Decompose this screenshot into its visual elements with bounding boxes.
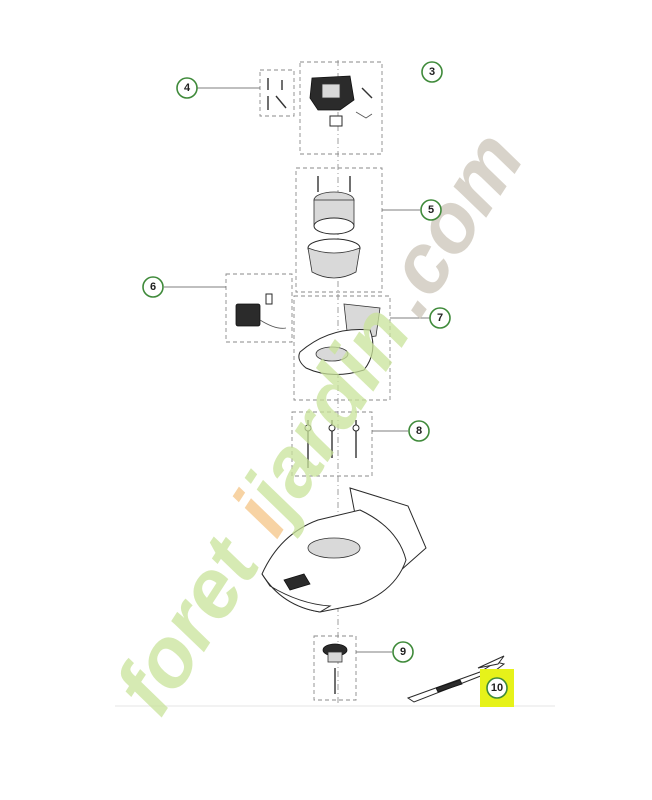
connector xyxy=(265,293,273,305)
group-7 xyxy=(293,295,391,401)
cable xyxy=(259,319,287,329)
callout-4-label: 4 xyxy=(184,82,191,94)
blade-center xyxy=(435,679,463,693)
blade-tip xyxy=(477,655,505,669)
group-6 xyxy=(225,273,293,343)
motor-mount-body xyxy=(307,247,361,279)
g4-screw-4 xyxy=(275,95,287,109)
callout-7: 7 xyxy=(429,307,451,329)
top-group-box xyxy=(299,61,383,155)
deck-front-skirt xyxy=(261,573,332,613)
cover-hole xyxy=(315,346,349,362)
group-4-box xyxy=(259,69,295,117)
callout-top-label: 3 xyxy=(429,66,435,78)
g8-washer-2 xyxy=(328,424,336,432)
top-screw-right xyxy=(361,87,373,99)
callout-10-label: 10 xyxy=(491,682,503,694)
callout-6: 6 xyxy=(142,276,164,298)
callout-8: 8 xyxy=(408,420,430,442)
watermark-foret: foret xyxy=(96,520,278,730)
controller-box xyxy=(235,303,261,327)
top-clip xyxy=(355,111,373,119)
group-4 xyxy=(259,69,295,117)
group-7-box xyxy=(293,295,391,401)
adapter-hub xyxy=(327,651,343,663)
deck-motor-opening xyxy=(307,537,361,559)
group-6-box xyxy=(225,273,293,343)
callout-5-label: 5 xyxy=(428,204,434,216)
callout-7-label: 7 xyxy=(437,312,443,324)
motor-bottom xyxy=(313,217,355,235)
top-assembly xyxy=(299,61,383,155)
group-5 xyxy=(295,167,383,293)
watermark-com: .com xyxy=(356,115,542,331)
mower-deck xyxy=(261,487,427,613)
callout-9: 9 xyxy=(392,641,414,663)
deck-height-lever xyxy=(283,573,311,591)
g8-washer-3 xyxy=(352,424,360,432)
group-5-box xyxy=(295,167,383,293)
group-8-box xyxy=(291,411,373,477)
callout-8-label: 8 xyxy=(416,425,422,437)
callout-6-label: 6 xyxy=(150,281,156,293)
top-nut xyxy=(329,115,343,127)
switch-detail xyxy=(321,83,341,99)
callout-4: 4 xyxy=(176,77,198,99)
callout-5: 5 xyxy=(420,199,442,221)
callout-9-label: 9 xyxy=(400,646,406,658)
group-8 xyxy=(291,411,373,477)
group-9-box xyxy=(313,635,357,701)
group-9 xyxy=(313,635,357,701)
g8-washer-1 xyxy=(304,424,312,432)
callout-top: 3 xyxy=(421,61,443,83)
callout-10: 10 xyxy=(480,669,514,707)
